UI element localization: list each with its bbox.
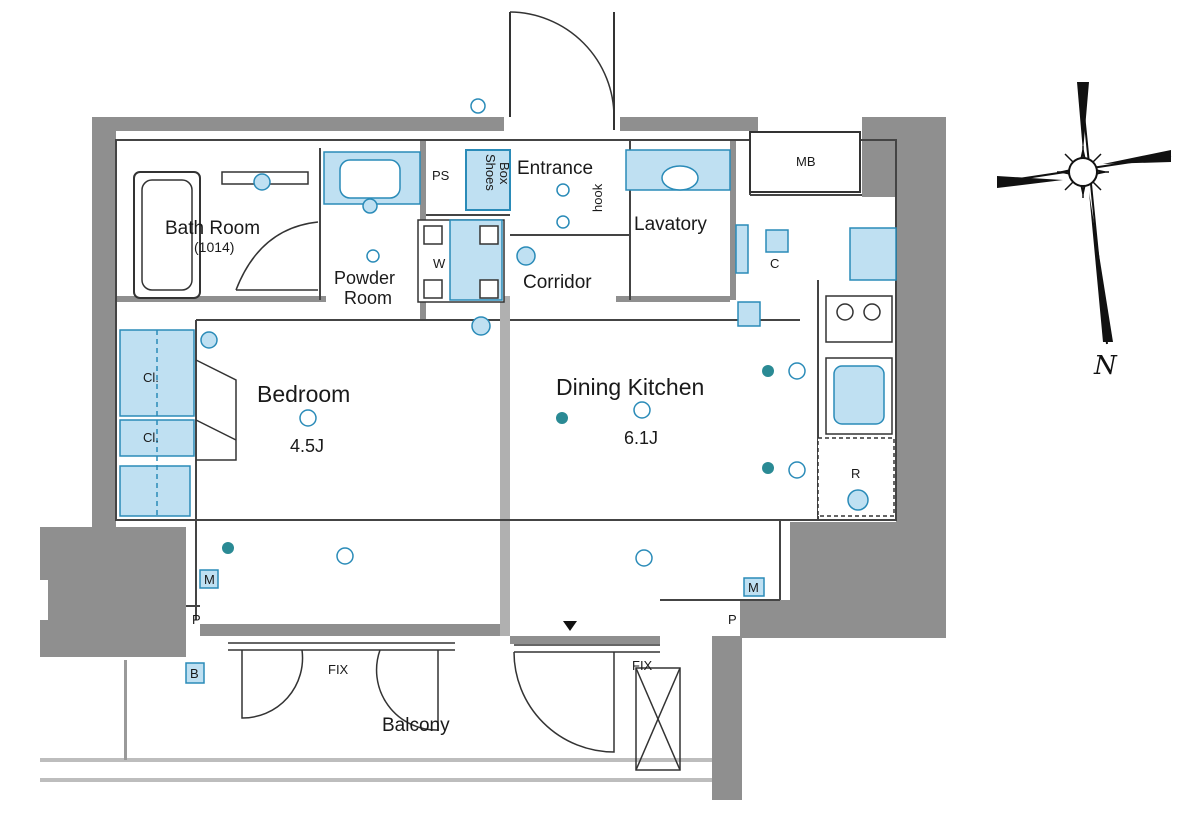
bathtub — [133, 171, 309, 299]
mb-label: MB — [796, 154, 816, 169]
room-outlines — [115, 139, 897, 620]
dining-kitchen-size-label: 6.1J — [624, 428, 658, 448]
fix-left-label: FIX — [328, 662, 349, 677]
mb-box — [749, 131, 861, 193]
dining-kitchen-label: Dining Kitchen — [556, 374, 704, 400]
compass: N — [997, 82, 1172, 381]
entrance-label: Entrance — [517, 158, 593, 179]
ps-label: PS — [432, 168, 450, 183]
closet-label-1: Cl. — [143, 370, 159, 385]
w-label: W — [433, 256, 446, 271]
r-label: R — [851, 466, 860, 481]
bath-size-label: (1014) — [194, 239, 234, 255]
entrance-door — [509, 11, 615, 130]
bath-room-label: Bath Room — [165, 218, 260, 239]
closets — [119, 329, 237, 517]
p-right-label: P — [728, 612, 737, 627]
washer-pan — [417, 219, 505, 303]
balcony-openings — [228, 642, 681, 771]
vanity — [323, 151, 421, 263]
compass-rose-icon — [997, 82, 1172, 345]
b-label: B — [190, 666, 199, 681]
ceiling-lights — [299, 183, 806, 567]
balcony-label: Balcony — [382, 715, 450, 736]
hook-label: hook — [590, 183, 605, 212]
fix-right-label: FIX — [632, 658, 653, 673]
m-left-label: M — [204, 572, 215, 587]
bedroom-size-label: 4.5J — [290, 436, 324, 456]
north-label: N — [1093, 351, 1118, 381]
p-left-label: P — [192, 612, 201, 627]
sensor-dots — [222, 365, 774, 554]
corridor-label: Corridor — [523, 272, 592, 293]
bedroom-label: Bedroom — [257, 381, 350, 407]
shoes-box-label-2: Box — [497, 162, 512, 185]
bath-door-swing — [235, 221, 319, 291]
outlets — [185, 229, 789, 684]
lavatory-label: Lavatory — [634, 214, 707, 235]
powder-room-label-1: Powder — [334, 268, 395, 288]
entry-arrow — [563, 621, 577, 631]
c-label: C — [770, 256, 779, 271]
closet-label-2: Cl. — [143, 430, 159, 445]
powder-room-label-2: Room — [344, 288, 392, 308]
shoes-box — [465, 149, 511, 211]
kitchen-counter — [817, 227, 897, 517]
shoes-box-label-1: Shoes — [483, 154, 498, 191]
m-right-label: M — [748, 580, 759, 595]
entrance-light — [470, 98, 486, 114]
toilet — [625, 149, 749, 274]
walls — [40, 117, 946, 800]
